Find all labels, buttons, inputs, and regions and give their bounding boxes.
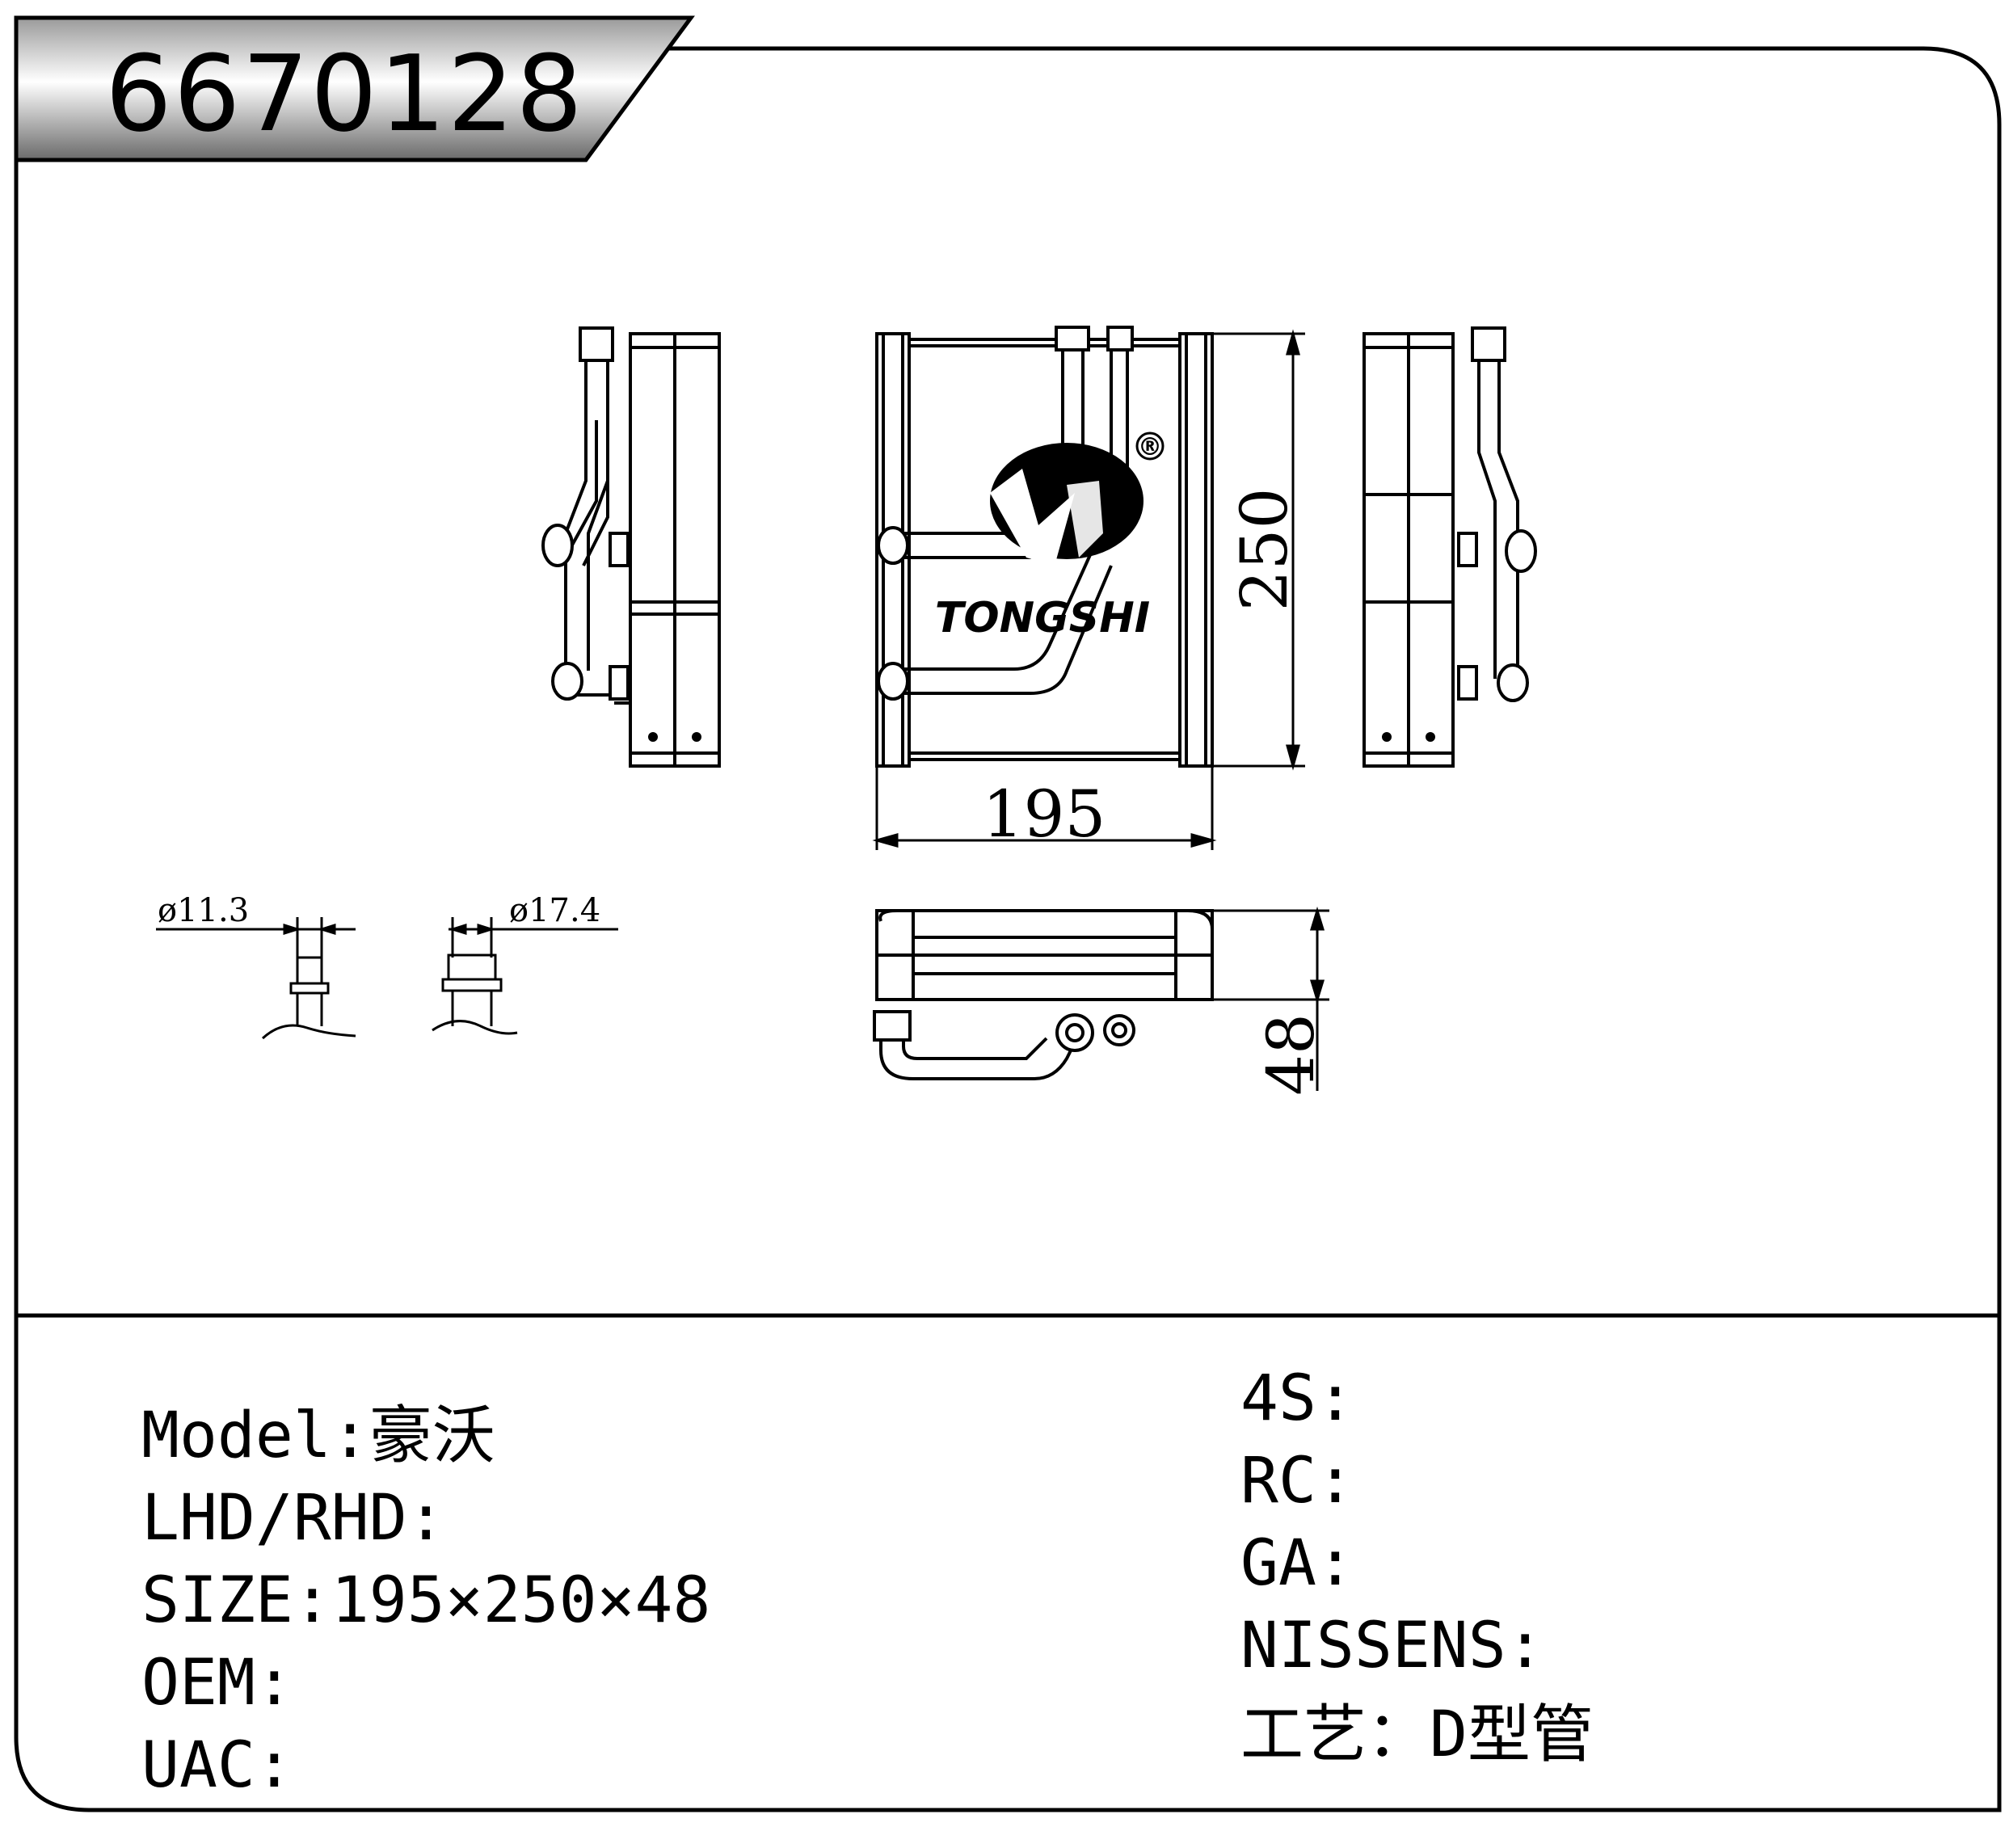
- tongshi-logo: ® TONGSHI: [935, 431, 1165, 642]
- part-number: 6670128: [105, 32, 584, 155]
- spec-nissens: NISSENS:: [1240, 1614, 1544, 1678]
- dimension-width: [872, 766, 1217, 850]
- spec-label: LHD/RHD:: [141, 1482, 445, 1555]
- spec-process: 工艺：D型管: [1240, 1703, 1594, 1766]
- right-side-view: [1362, 326, 1537, 768]
- spec-label: GA:: [1240, 1527, 1354, 1600]
- sheet-border: [14, 46, 2002, 1812]
- front-view: [875, 326, 1214, 768]
- spec-label: SIZE:: [141, 1564, 331, 1637]
- registered-mark-circle: [1135, 431, 1165, 461]
- brand-name: TONGSHI: [935, 594, 1150, 642]
- dimension-height: [1212, 329, 1305, 771]
- dim-height-label: 250: [1227, 488, 1302, 612]
- spec-rc: RC:: [1240, 1450, 1354, 1513]
- dim-depth-label: 48: [1253, 1013, 1329, 1096]
- pipe-detail-large: [432, 917, 618, 1035]
- spec-uac: UAC:: [141, 1734, 293, 1797]
- pipe-large-label: ø17.4: [509, 892, 600, 929]
- pipe-small-label: ø11.3: [158, 892, 249, 929]
- spec-model: Model:豪沃: [141, 1404, 495, 1467]
- spec-label: 4S:: [1240, 1362, 1354, 1435]
- spec-label: UAC:: [141, 1729, 293, 1802]
- spec-lhd-rhd: LHD/RHD:: [141, 1487, 445, 1550]
- spec-value: 豪沃: [369, 1400, 495, 1472]
- spec-value: 195×250×48: [331, 1564, 711, 1637]
- spec-label: RC:: [1240, 1445, 1354, 1518]
- spec-oem: OEM:: [141, 1652, 293, 1715]
- registered-mark: ®: [1138, 433, 1162, 461]
- left-side-view: [541, 326, 721, 768]
- spec-label: NISSENS:: [1240, 1610, 1544, 1682]
- spec-value: D型管: [1430, 1699, 1594, 1771]
- top-view: [873, 909, 1214, 1080]
- pipe-detail-small: [156, 917, 356, 1040]
- spec-label: 工艺：: [1240, 1699, 1430, 1771]
- dim-width-label: 195: [983, 777, 1106, 852]
- spec-ga: GA:: [1240, 1532, 1354, 1595]
- spec-label: OEM:: [141, 1647, 293, 1720]
- spec-size: SIZE:195×250×48: [141, 1569, 710, 1632]
- title-tab: [14, 15, 695, 162]
- spec-4s: 4S:: [1240, 1367, 1354, 1430]
- spec-label: Model:: [141, 1400, 369, 1472]
- dimension-depth: [1212, 906, 1329, 1091]
